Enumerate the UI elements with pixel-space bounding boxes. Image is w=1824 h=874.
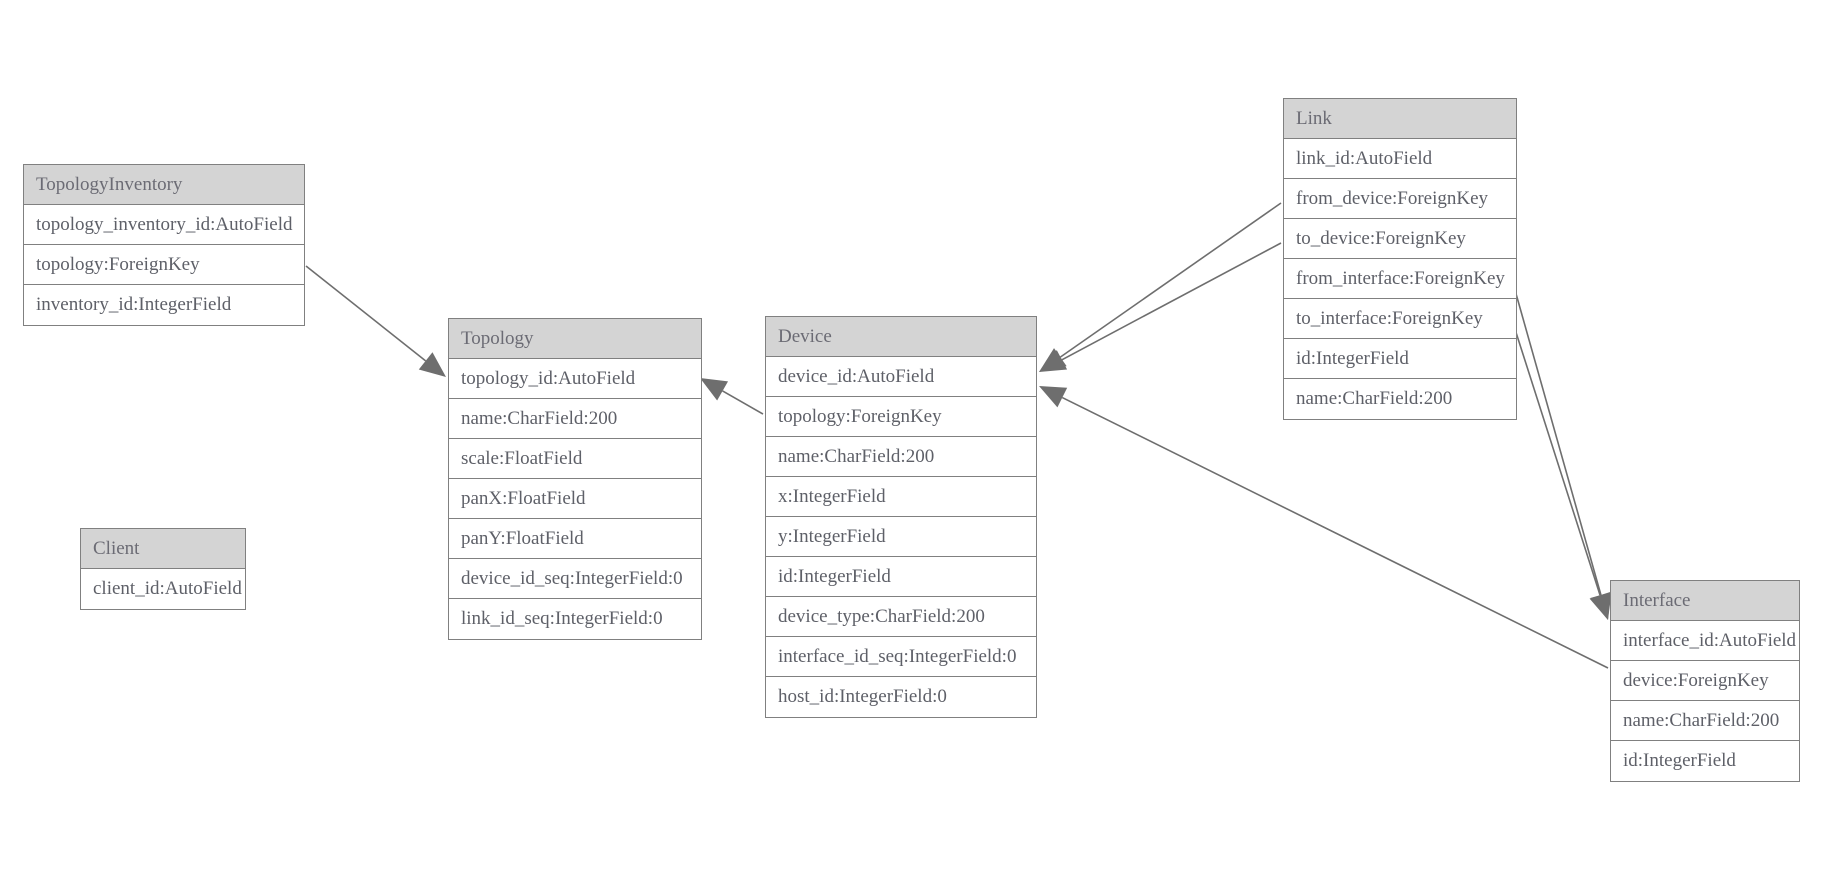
class-field-row: y:IntegerField [766,517,1036,557]
class-field-row: link_id_seq:IntegerField:0 [449,599,701,639]
class-field-row: inventory_id:IntegerField [24,285,304,325]
relationship-edge [700,378,764,415]
class-field-row: from_device:ForeignKey [1284,179,1516,219]
class-field-row: to_device:ForeignKey [1284,219,1516,259]
relationship-arrowhead [700,378,729,401]
relationship-edge [1039,242,1282,372]
relationship-line [1061,396,1609,669]
class-field-row: id:IntegerField [1611,741,1799,781]
relationship-line [722,390,764,415]
class-field-row: topology:ForeignKey [24,245,304,285]
class-field-row: link_id:AutoField [1284,139,1516,179]
class-field-row: device_id_seq:IntegerField:0 [449,559,701,599]
relationship-arrowhead [1039,350,1068,372]
relationship-arrowhead [1039,348,1067,372]
class-field-row: name:CharField:200 [449,399,701,439]
relationship-arrowhead [1039,386,1068,408]
relationship-edge [1039,202,1282,372]
class-field-row: id:IntegerField [1284,339,1516,379]
class-title: Link [1284,99,1516,139]
class-field-row: interface_id_seq:IntegerField:0 [766,637,1036,677]
class-title: Interface [1611,581,1799,621]
class-field-row: scale:FloatField [449,439,701,479]
class-field-row: name:CharField:200 [1611,701,1799,741]
class-field-row: topology:ForeignKey [766,397,1036,437]
class-field-row: topology_id:AutoField [449,359,701,399]
class-field-row: id:IntegerField [766,557,1036,597]
class-field-row: client_id:AutoField [81,569,245,609]
relationship-line [1061,242,1282,361]
relationship-edge [1512,282,1612,620]
relationship-edge [1512,322,1611,620]
class-field-row: topology_inventory_id:AutoField [24,205,304,245]
class-field-row: name:CharField:200 [766,437,1036,477]
relationship-edge [1039,386,1609,669]
relationship-arrowhead [1589,591,1611,620]
class-title: TopologyInventory [24,165,304,205]
class-field-row: device:ForeignKey [1611,661,1799,701]
class-field-row: device_id:AutoField [766,357,1036,397]
relationship-line [1059,202,1282,358]
relationship-line [1512,322,1601,596]
relationship-arrowhead [418,352,446,377]
relationship-edge [305,265,446,377]
class-field-row: panY:FloatField [449,519,701,559]
class-title: Topology [449,319,701,359]
class-field-row: name:CharField:200 [1284,379,1516,419]
class-field-row: device_type:CharField:200 [766,597,1036,637]
relationship-arrowhead [1590,591,1612,620]
class-field-row: panX:FloatField [449,479,701,519]
relationship-line [1512,282,1602,596]
class-title: Client [81,529,245,569]
class-title: Device [766,317,1036,357]
class-field-row: interface_id:AutoField [1611,621,1799,661]
class-field-row: from_interface:ForeignKey [1284,259,1516,299]
class-field-row: host_id:IntegerField:0 [766,677,1036,717]
class-field-row: x:IntegerField [766,477,1036,517]
relationship-line [305,265,427,362]
class-field-row: to_interface:ForeignKey [1284,299,1516,339]
